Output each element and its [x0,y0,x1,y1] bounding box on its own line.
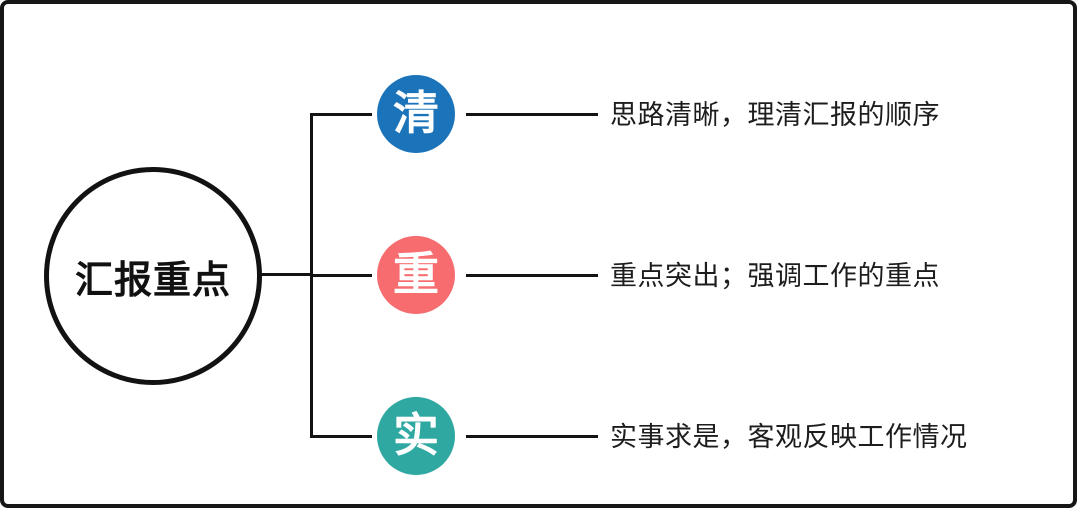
branch-node-qing: 清 [377,75,455,153]
connector-branch3-left [310,435,372,438]
root-node: 汇报重点 [44,167,262,385]
connector-branch3-right [466,435,598,438]
branch-node-shi: 实 [377,397,455,475]
connector-branch2-left [310,274,372,277]
branch-node-shi-char: 实 [393,409,439,461]
connector-branch2-right [466,274,598,277]
branch-node-qing-char: 清 [393,87,439,139]
branch-node-zhong-char: 重 [393,248,439,300]
branch-description-shi: 实事求是，客观反映工作情况 [610,422,968,452]
branch-description-zhong: 重点突出；强调工作的重点 [610,261,940,291]
connector-root-stub [261,273,312,276]
connector-branch1-left [310,113,372,116]
connector-branch1-right [466,113,598,116]
branch-description-qing: 思路清晰，理清汇报的顺序 [610,100,940,130]
branch-node-zhong: 重 [377,236,455,314]
root-node-label: 汇报重点 [74,259,231,302]
